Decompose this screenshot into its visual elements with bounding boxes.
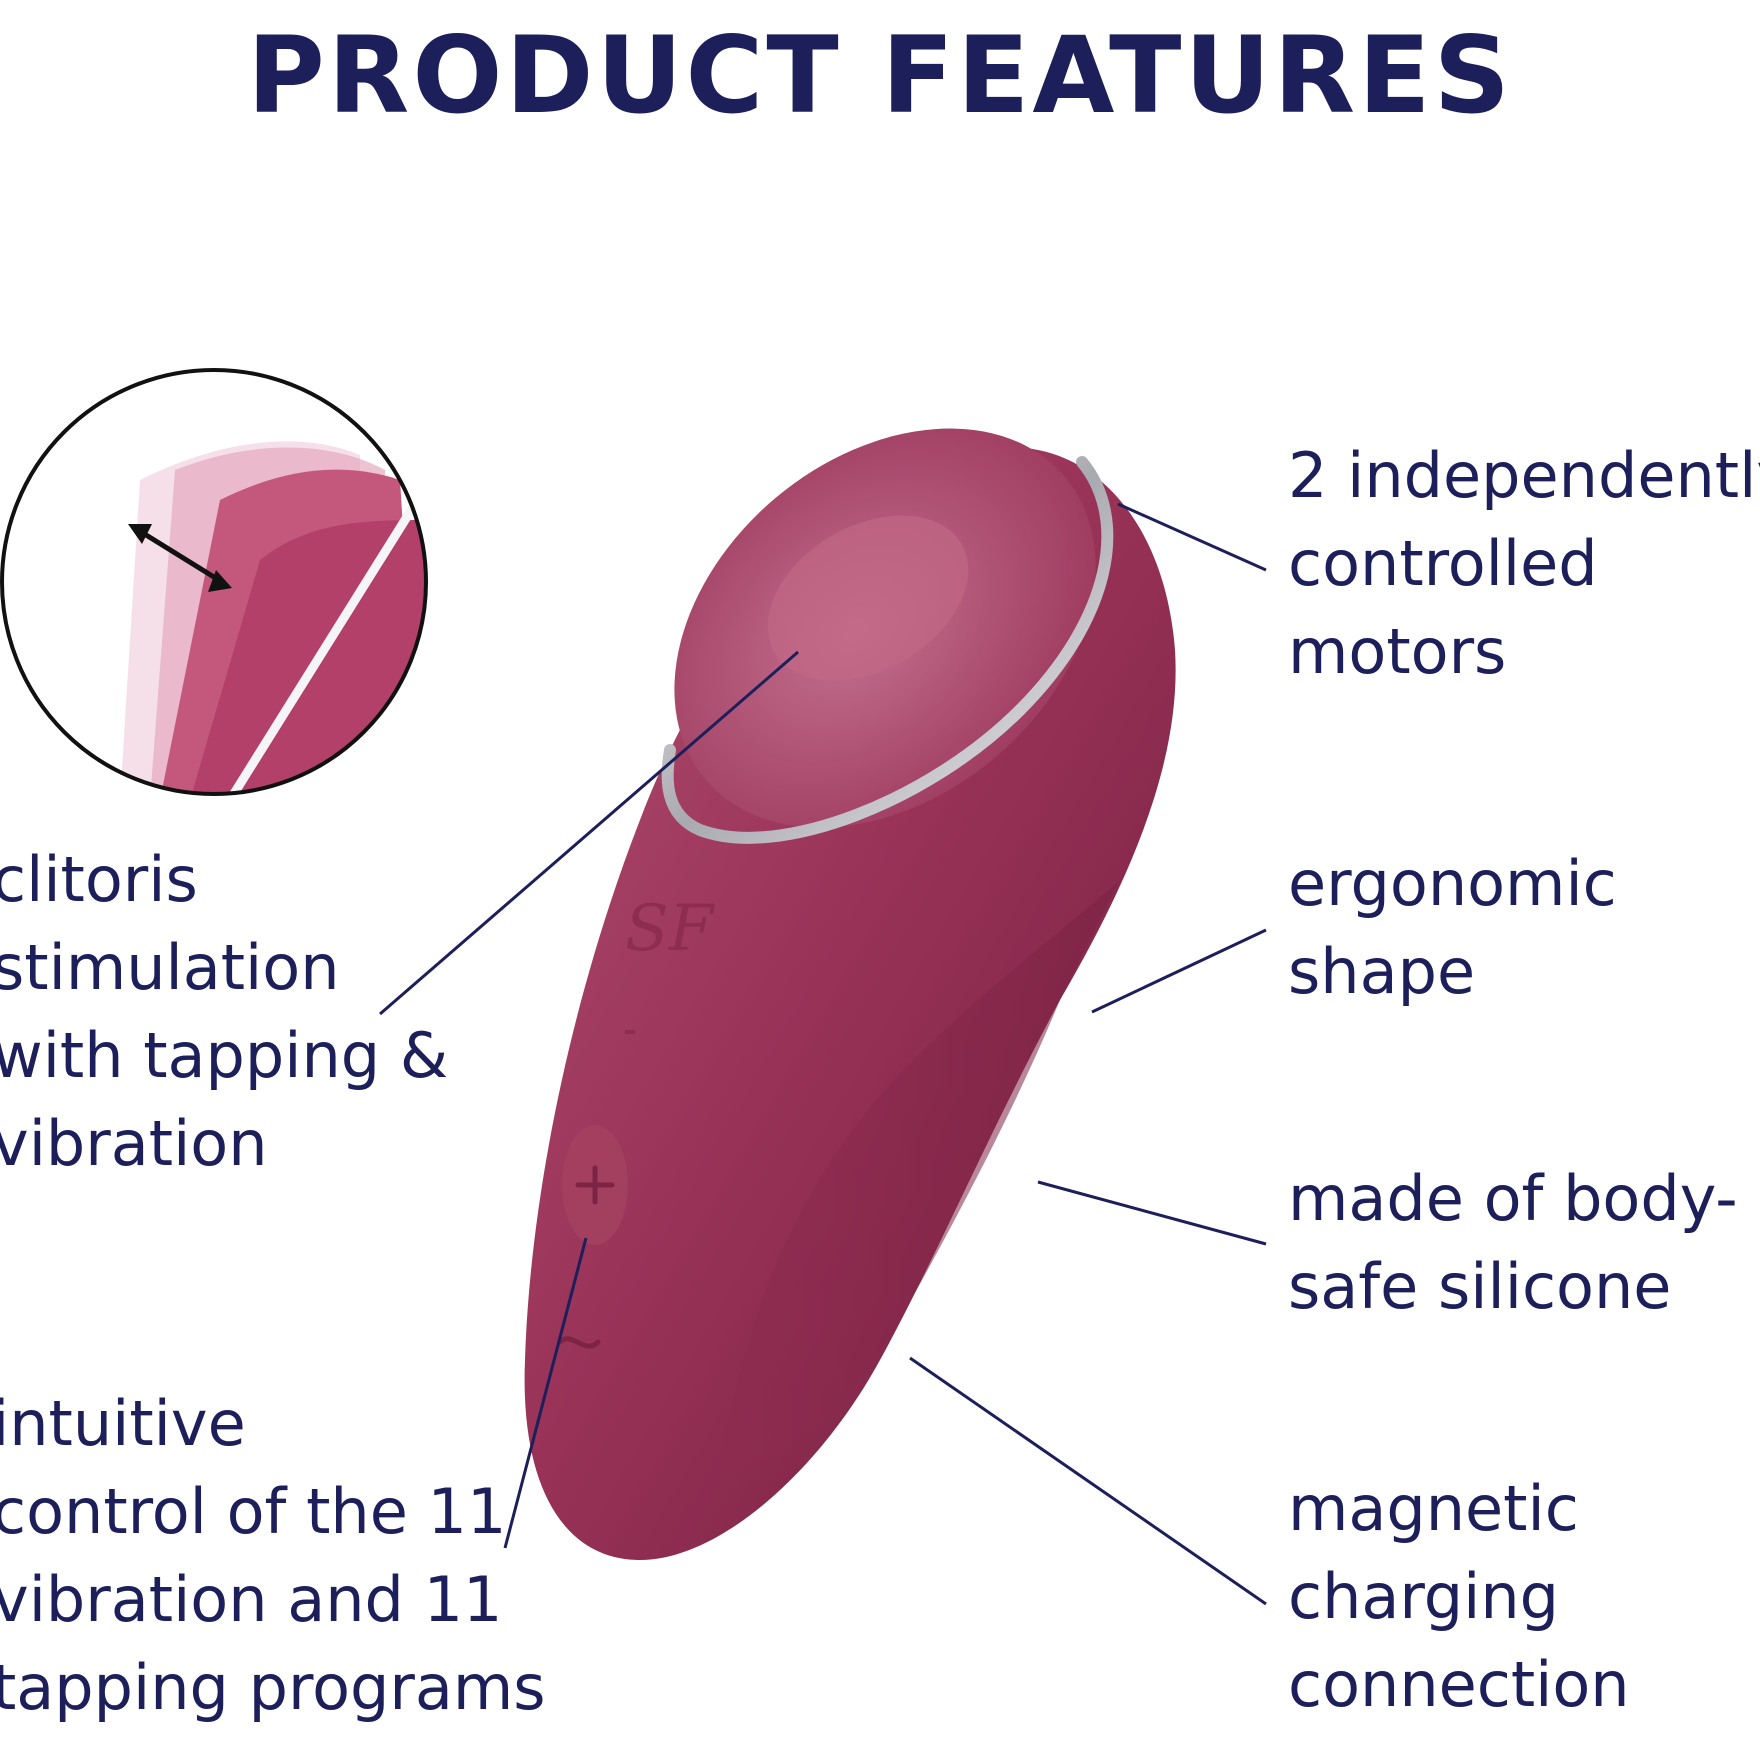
feature-motors-line: 2 independently [1288,439,1760,512]
feature-charging-line: magnetic [1288,1472,1579,1545]
feature-charging-line: charging [1288,1560,1560,1633]
leader-lines [379,502,1267,1606]
feature-motors-line: controlled [1288,527,1598,600]
feature-stimulation: clitoris stimulation with tapping & vibr… [0,836,448,1188]
feature-charging-line: connection [1288,1648,1630,1721]
feature-material: made of body- safe silicone [1288,1155,1738,1331]
feature-charging: magnetic charging connection [1288,1465,1630,1729]
feature-motors-line: motors [1288,615,1507,688]
feature-material-line: safe silicone [1288,1250,1672,1323]
feature-stimulation-line: vibration [0,1107,268,1180]
feature-control-line: intuitive [0,1387,246,1460]
page-title: PRODUCT FEATURES [247,14,1513,137]
feature-material-line: made of body- [1288,1162,1738,1235]
feature-stimulation-line: stimulation [0,931,340,1004]
feature-shape: ergonomic shape [1288,840,1617,1016]
feature-control-line: control of the 11 [0,1475,507,1548]
tapping-zoom-circle [0,368,428,796]
feature-shape-line: shape [1288,935,1476,1008]
feature-control-line: vibration and 11 [0,1563,503,1636]
feature-stimulation-line: with tapping & [0,1019,449,1092]
feature-shape-line: ergonomic [1288,847,1617,920]
feature-control-line: tapping programs [0,1651,546,1724]
plus-icon [575,1165,615,1205]
minus-icon [625,1030,635,1034]
sf-monogram-icon: SF [625,892,716,966]
feature-stimulation-line: clitoris [0,843,198,916]
feature-control: intuitive control of the 11 vibration an… [0,1380,546,1732]
wave-icon [557,1336,601,1349]
product-body: SF [524,428,1176,1560]
feature-motors: 2 independently controlled motors [1288,432,1760,696]
